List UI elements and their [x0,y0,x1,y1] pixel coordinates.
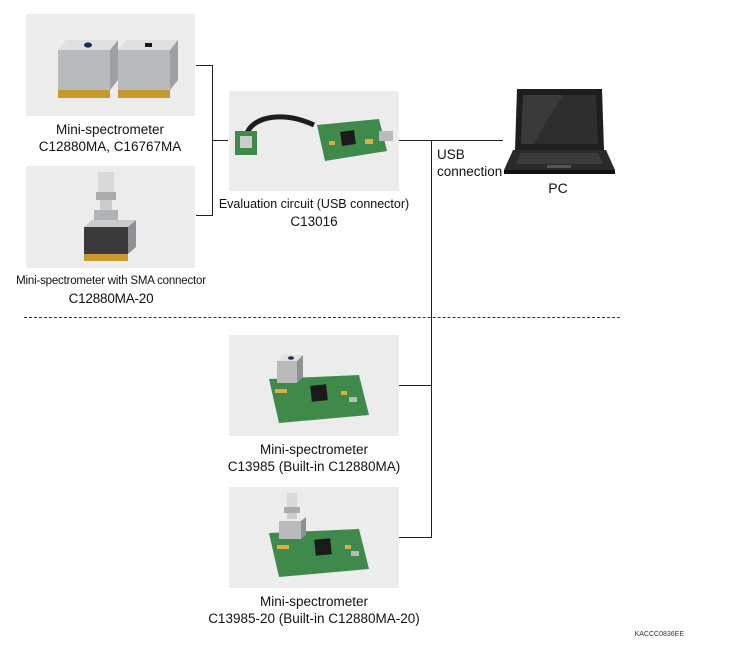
caption-mini-spectrometer-sma: Mini-spectrometer with SMA connector C12… [8,273,214,307]
caption-mini-spectrometer-c12880ma: Mini-spectrometer C12880MA, C16767MA [10,121,210,155]
usb-connection-label: USB connection [437,147,503,179]
caption-model: C12880MA-20 [68,291,154,306]
bus-line-vertical [431,140,432,538]
figure-code: KACCC0836EE [634,631,684,638]
caption-title: Mini-spectrometer [259,594,369,609]
caption-mini-spectrometer-c13985: Mini-spectrometer C13985 (Built-in C1288… [200,441,428,475]
caption-model: C13985-20 (Built-in C12880MA-20) [208,611,420,626]
connector-line [196,215,212,216]
photo-mini-spectrometer-c13985 [229,335,399,436]
caption-evaluation-circuit: Evaluation circuit (USB connector) C1301… [200,196,428,230]
caption-mini-spectrometer-c13985-20: Mini-spectrometer C13985-20 (Built-in C1… [190,593,438,627]
caption-title: Mini-spectrometer [55,122,165,137]
photo-mini-spectrometer-c13985-20 [229,487,399,588]
caption-model: C13016 [290,214,338,229]
caption-model: C13985 (Built-in C12880MA) [227,459,401,474]
pc-label: PC [548,180,568,196]
laptop-icon [503,86,616,178]
photo-mini-spectrometer-sma [26,166,195,268]
dashed-separator [24,317,620,318]
connector-line [212,140,228,141]
connector-line [399,385,431,386]
caption-title: Mini-spectrometer with SMA connector [16,275,206,287]
caption-model: C12880MA, C16767MA [38,139,182,154]
photo-evaluation-circuit [229,91,399,191]
usb-connection-line [399,140,503,141]
connector-line [399,537,431,538]
caption-title: Evaluation circuit (USB connector) [218,197,410,211]
photo-mini-spectrometer-c12880ma [26,14,195,116]
caption-title: Mini-spectrometer [259,442,369,457]
connector-line [196,65,212,66]
